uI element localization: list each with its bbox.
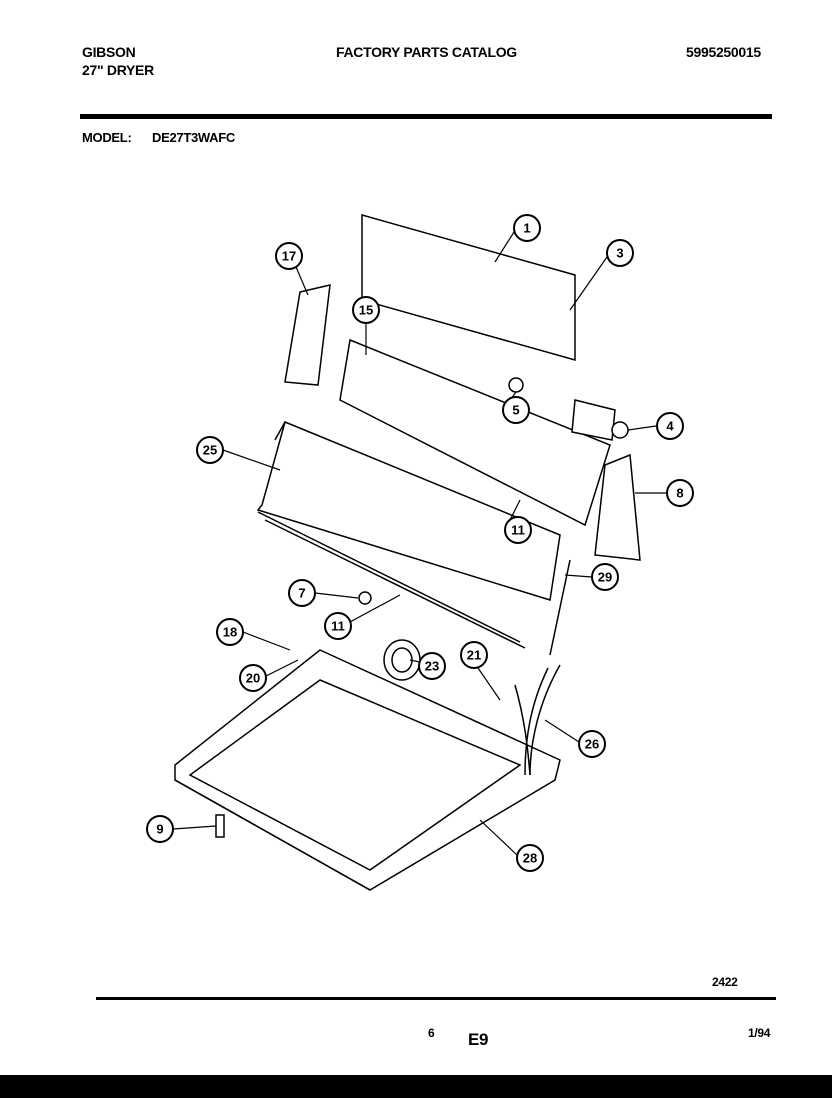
callout-11: 11	[324, 612, 352, 640]
page-number: 6	[428, 1026, 435, 1040]
header-divider	[80, 114, 772, 119]
svg-text:23: 23	[425, 659, 439, 674]
model-label: MODEL:	[82, 130, 132, 145]
section-code: E9	[468, 1030, 489, 1049]
product-name: 27" DRYER	[82, 62, 154, 78]
svg-text:7: 7	[298, 586, 305, 601]
svg-text:1: 1	[523, 221, 530, 236]
revision-date: 1/94	[748, 1026, 771, 1040]
svg-text:29: 29	[598, 570, 612, 585]
part-top-panel	[361, 214, 576, 361]
callout-28: 28	[516, 844, 544, 872]
callout-25: 25	[196, 436, 224, 464]
svg-text:25: 25	[203, 443, 217, 458]
svg-text:20: 20	[246, 671, 260, 686]
part-timer	[571, 399, 616, 441]
callout-1: 1	[513, 214, 541, 242]
svg-text:9: 9	[156, 822, 163, 837]
callout-8: 8	[666, 479, 694, 507]
callout-20: 20	[239, 664, 267, 692]
svg-text:8: 8	[676, 486, 683, 501]
scan-border	[0, 1075, 832, 1098]
callout-15: 15	[352, 296, 380, 324]
part-console	[256, 420, 561, 601]
illustration-number: 2422	[712, 975, 738, 989]
svg-text:26: 26	[585, 737, 599, 752]
callout-7: 7	[288, 579, 316, 607]
callout-9: 9	[146, 815, 174, 843]
callout-5: 5	[502, 396, 530, 424]
model-value: DE27T3WAFC	[152, 130, 235, 145]
callout-4: 4	[656, 412, 684, 440]
callout-17: 17	[275, 242, 303, 270]
callout-29: 29	[591, 563, 619, 591]
catalog-title: FACTORY PARTS CATALOG	[336, 44, 517, 60]
catalog-number: 5995250015	[686, 44, 761, 60]
callout-11: 11	[504, 516, 532, 544]
brand: GIBSON	[82, 44, 136, 60]
part-bracket	[284, 284, 331, 386]
svg-text:28: 28	[523, 851, 537, 866]
svg-text:11: 11	[511, 523, 525, 538]
svg-text:4: 4	[666, 419, 674, 434]
svg-text:11: 11	[331, 619, 345, 634]
svg-text:5: 5	[512, 403, 519, 418]
part-end-cap	[594, 453, 641, 561]
callout-26: 26	[578, 730, 606, 758]
callout-21: 21	[460, 641, 488, 669]
svg-text:15: 15	[359, 303, 373, 318]
callout-3: 3	[606, 239, 634, 267]
footer-divider	[96, 997, 776, 1000]
svg-text:17: 17	[282, 249, 296, 264]
svg-text:3: 3	[616, 246, 623, 261]
callout-18: 18	[216, 618, 244, 646]
svg-text:21: 21	[467, 648, 481, 663]
callout-23: 23	[418, 652, 446, 680]
svg-text:18: 18	[223, 625, 237, 640]
